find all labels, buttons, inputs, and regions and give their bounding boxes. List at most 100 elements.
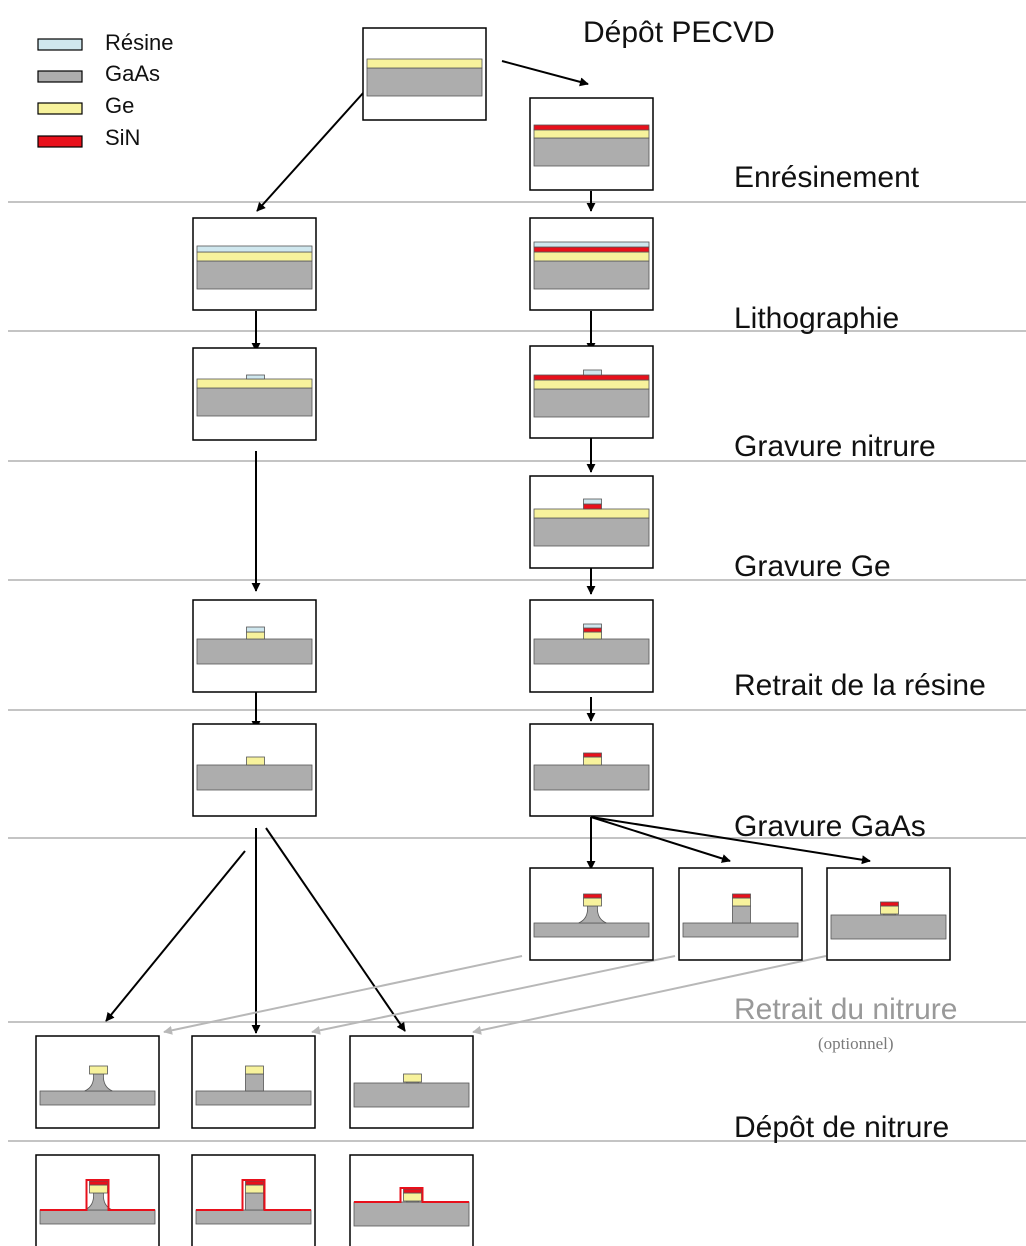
ge-pad <box>403 1073 422 1083</box>
gaas-mesa <box>245 1192 264 1211</box>
arrow-left-branch <box>256 91 365 212</box>
sin-layer <box>533 374 650 381</box>
resist-layer <box>533 241 650 248</box>
resist-pad <box>583 498 602 505</box>
ge-pad <box>89 1065 108 1075</box>
cell-right-resist <box>529 217 654 311</box>
ge-pad <box>732 897 751 907</box>
legend-swatch-resine <box>37 38 83 51</box>
gaas-substrate <box>533 922 650 938</box>
legend-swatch-sin <box>37 135 83 148</box>
step-labels: Dépôt PECVD Enrésinement Lithographie Gr… <box>583 16 986 1144</box>
cell-right-gaas-anisotropic <box>678 867 803 961</box>
gaas-substrate <box>682 922 799 938</box>
ge-layer <box>533 379 650 390</box>
wafer-cells <box>35 27 951 1246</box>
legend-swatch-ge <box>37 102 83 115</box>
step-label-retrait-resine: Retrait de la résine <box>734 669 986 702</box>
cell-right-resist-removed <box>529 723 654 817</box>
ge-pad <box>583 631 602 640</box>
gaas-layer <box>533 764 650 791</box>
arrow-optional-3 <box>472 955 827 1035</box>
gaas-layer <box>196 260 313 290</box>
sin-pad <box>245 1180 264 1186</box>
gaas-mesa <box>732 905 751 924</box>
gaas-layer <box>533 638 650 665</box>
gaas-layer <box>533 137 650 167</box>
cell-final-undercut <box>349 1154 474 1246</box>
step-label-lithographie: Lithographie <box>734 302 899 335</box>
cell-left-gaas-anisotropic <box>191 1035 316 1129</box>
gaas-substrate <box>353 1082 470 1108</box>
legend-item-resine: Résine <box>37 30 173 55</box>
legend-item-sin: SiN <box>37 125 140 150</box>
sin-conformal-layer <box>196 1179 311 1211</box>
step-label-depot-nitrure: Dépôt de nitrure <box>734 1111 949 1144</box>
cell-final-anisotropic <box>191 1154 316 1246</box>
sin-conformal-layer <box>40 1179 155 1211</box>
resist-layer <box>196 245 313 253</box>
sin-pad <box>583 893 602 899</box>
ge-layer <box>366 58 483 69</box>
process-arrows <box>105 60 871 1034</box>
gaas-substrate <box>39 1209 156 1225</box>
ge-pad <box>245 1184 264 1194</box>
gaas-layer <box>533 517 650 547</box>
legend-item-gaas: GaAs <box>37 61 160 86</box>
gaas-substrate <box>195 1090 312 1106</box>
sin-layer <box>533 246 650 253</box>
gaas-layer <box>533 260 650 290</box>
ge-pad <box>583 897 602 907</box>
ge-pad <box>246 756 265 766</box>
sin-pad <box>880 901 899 907</box>
sin-pad <box>732 893 751 899</box>
gaas-substrate <box>39 1090 156 1106</box>
legend-label-resine: Résine <box>105 30 173 55</box>
ge-layer <box>196 251 313 262</box>
arrow-optional-1 <box>163 955 523 1035</box>
step-label-gravure-gaas: Gravure GaAs <box>734 810 926 843</box>
arrow-right-6b <box>590 816 731 863</box>
arrow-optional-2 <box>311 955 676 1035</box>
gaas-substrate <box>195 1209 312 1225</box>
cell-left-resist-removed <box>192 723 317 817</box>
sin-pad <box>583 627 602 633</box>
cell-right-litho <box>529 345 654 439</box>
cell-right-gaas-isotropic <box>529 867 654 961</box>
cell-sin-deposited <box>529 97 654 191</box>
arrow-left-5a <box>105 850 246 1022</box>
step-dividers <box>8 201 1026 1142</box>
arrow-pecvd <box>501 60 589 87</box>
gaas-mesa <box>245 1073 264 1092</box>
ge-pad <box>245 1065 264 1075</box>
legend-swatch-gaas <box>37 70 83 83</box>
sin-pad <box>89 1180 108 1186</box>
resist-pad <box>583 369 602 376</box>
cell-left-gaas-undercut <box>349 1035 474 1129</box>
sin-conformal-layer <box>354 1187 469 1203</box>
step-label-gravure-nitrure: Gravure nitrure <box>734 430 936 463</box>
ge-layer <box>533 251 650 262</box>
legend-label-gaas: GaAs <box>105 61 160 86</box>
step-label-depot-pecvd: Dépôt PECVD <box>583 16 775 49</box>
cell-right-nitride-etched <box>529 475 654 569</box>
gaas-layer <box>366 67 483 97</box>
optional-arrows <box>163 955 827 1035</box>
resist-pad <box>246 626 265 633</box>
arrow-left-5c <box>265 827 406 1032</box>
resist-pad <box>246 374 265 380</box>
sin-layer <box>533 124 650 131</box>
gaas-substrate <box>353 1201 470 1227</box>
legend-label-ge: Ge <box>105 93 134 118</box>
cell-right-ge-etched <box>529 599 654 693</box>
step-label-retrait-nitrure: Retrait du nitrure <box>734 993 957 1026</box>
gaas-substrate <box>830 914 947 940</box>
ge-pad <box>246 631 265 640</box>
ge-pad <box>880 905 899 915</box>
step-label-enresinement: Enrésinement <box>734 161 920 194</box>
cell-right-gaas-undercut <box>826 867 951 961</box>
ge-layer <box>196 378 313 389</box>
cell-left-ge-etched <box>192 599 317 693</box>
